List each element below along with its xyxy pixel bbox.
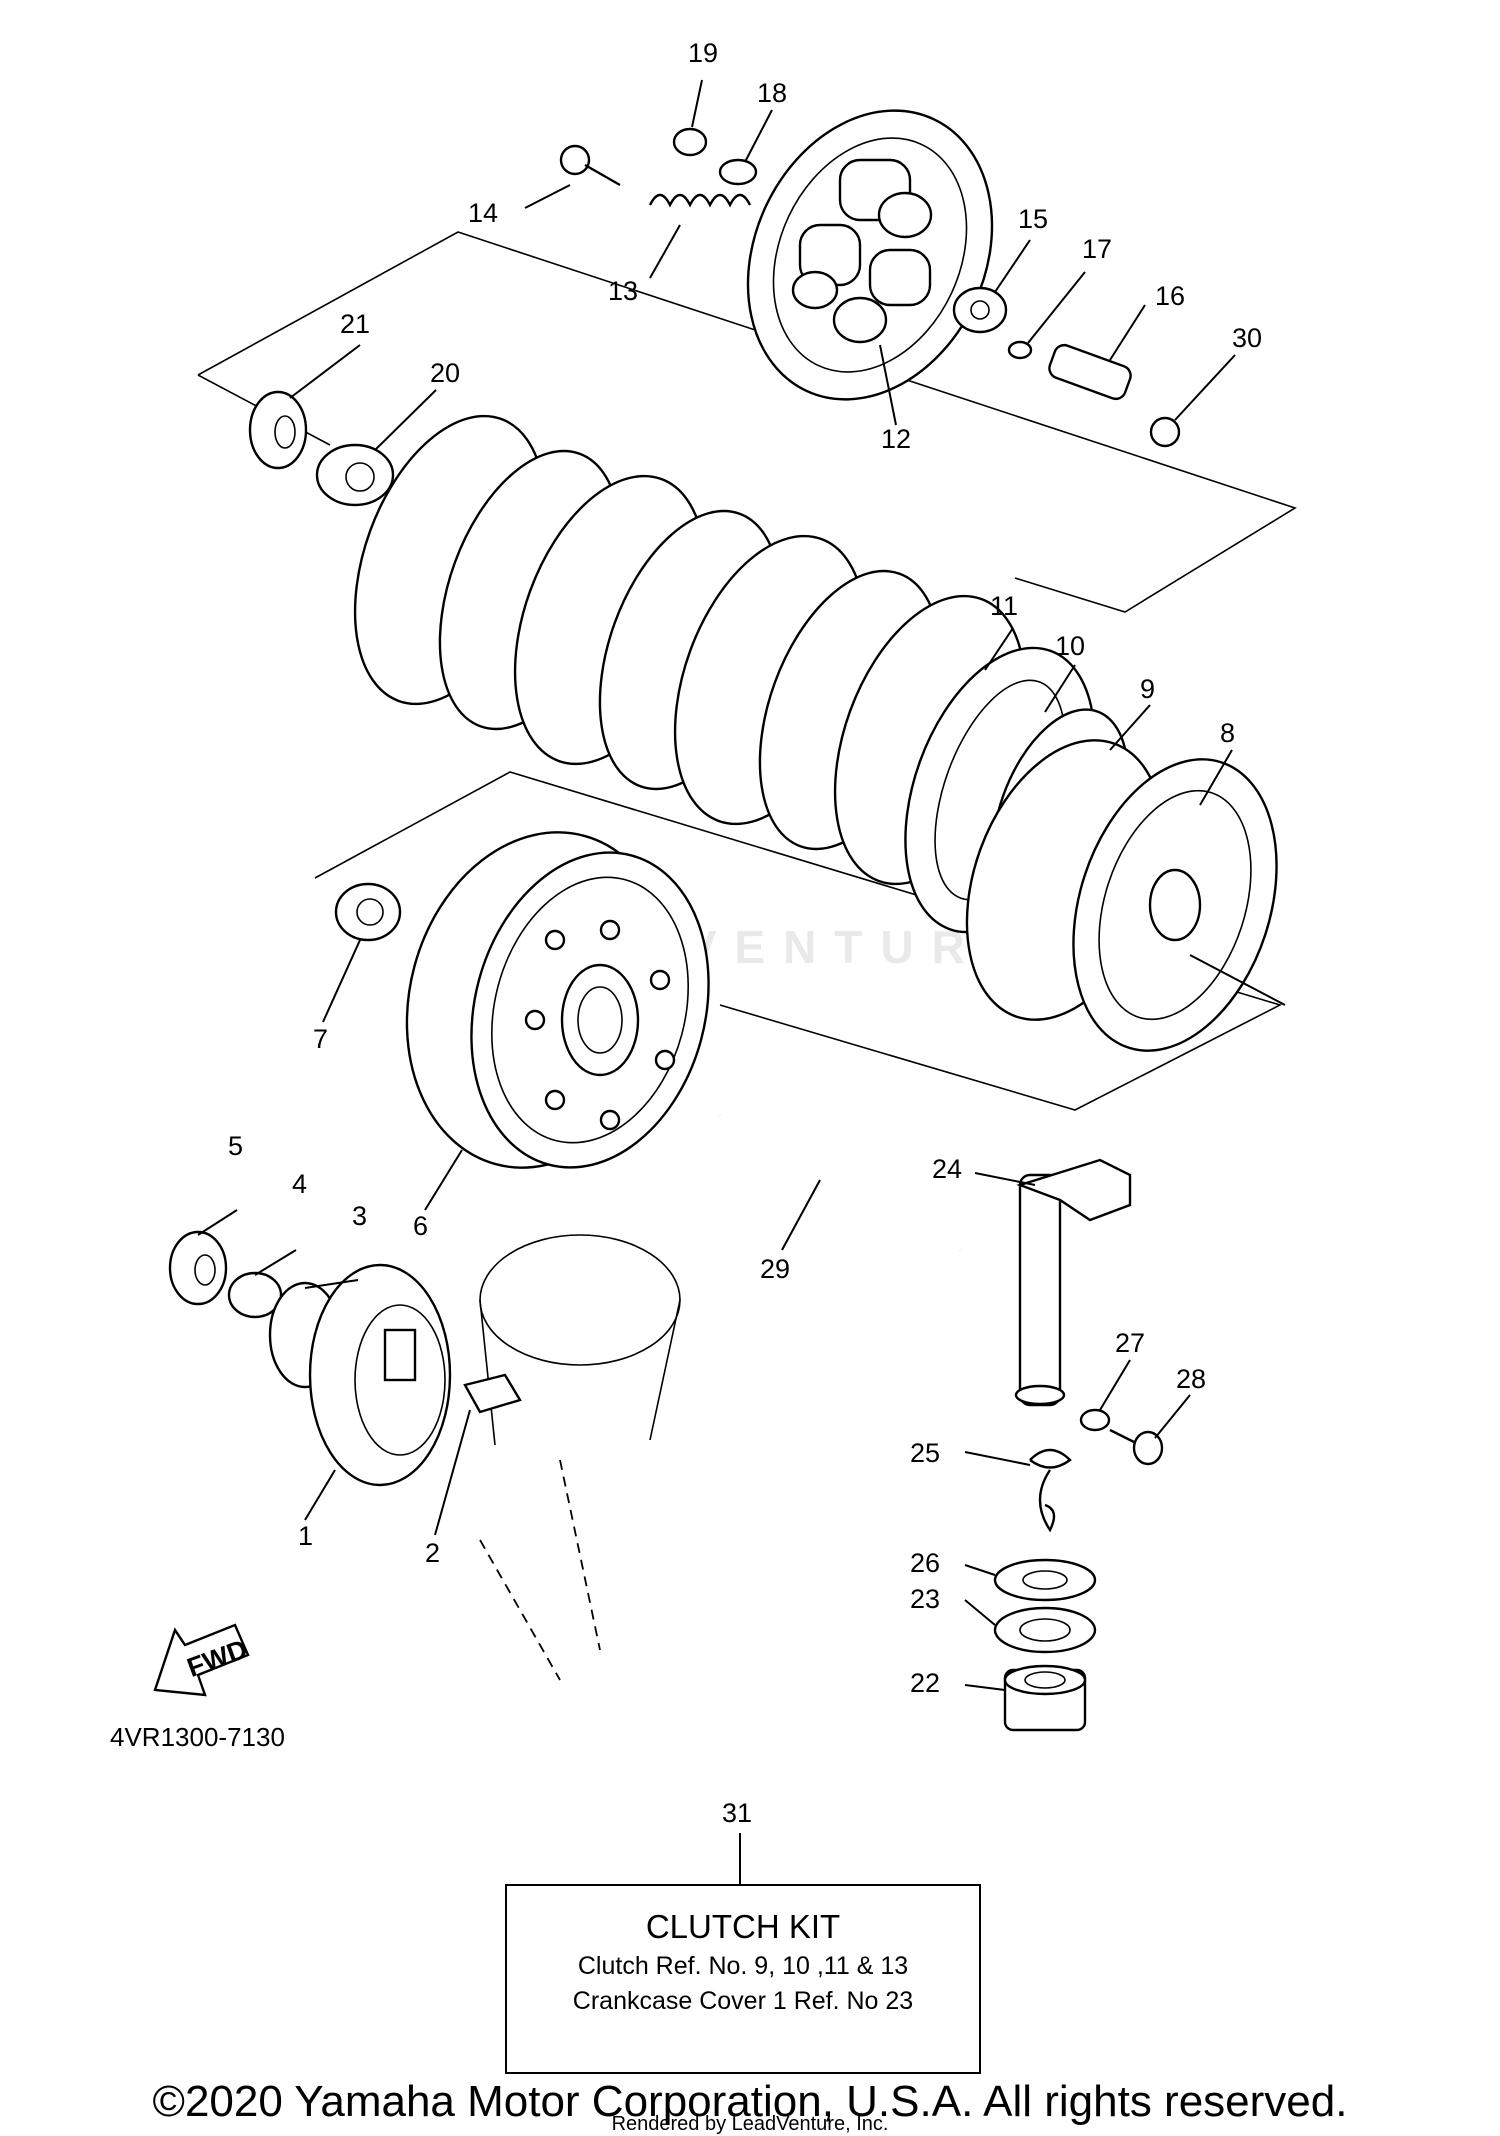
washer-18 bbox=[718, 158, 758, 186]
thrust-washer-7 bbox=[334, 882, 402, 942]
ref-26: 26 bbox=[910, 1548, 940, 1578]
nut-21 bbox=[248, 390, 308, 470]
ref-25: 25 bbox=[910, 1438, 940, 1468]
kit-line-1: Clutch Ref. No. 9, 10 ,11 & 13 bbox=[577, 1952, 909, 1980]
ref-8: 8 bbox=[1220, 718, 1235, 748]
lock-washer-4 bbox=[227, 1271, 283, 1319]
ref-21: 21 bbox=[340, 309, 370, 339]
ref-31: 31 bbox=[722, 1798, 752, 1828]
screw-28 bbox=[1109, 1428, 1164, 1466]
bearing-22 bbox=[1003, 1664, 1087, 1732]
ref-5: 5 bbox=[228, 1131, 243, 1161]
spring-13 bbox=[648, 193, 752, 208]
push-rod-16 bbox=[1048, 343, 1132, 401]
push-rod-29 bbox=[718, 1112, 962, 1253]
leader-lines bbox=[197, 79, 1236, 1884]
lock-washer-20 bbox=[315, 443, 395, 507]
nut-5 bbox=[168, 1230, 228, 1306]
ref-18: 18 bbox=[757, 78, 787, 108]
ref-15: 15 bbox=[1018, 204, 1048, 234]
ref-30: 30 bbox=[1232, 323, 1262, 353]
ref-16: 16 bbox=[1155, 281, 1185, 311]
ref-22: 22 bbox=[910, 1668, 940, 1698]
ref-10: 10 bbox=[1055, 631, 1085, 661]
ref-20: 20 bbox=[430, 358, 460, 388]
oil-seal-23 bbox=[993, 1606, 1097, 1654]
o-ring-17 bbox=[1007, 340, 1033, 360]
ref-29: 29 bbox=[760, 1254, 790, 1284]
bolt-14 bbox=[559, 144, 621, 187]
upper-assembly-frame bbox=[197, 231, 1297, 613]
rendered-by-notice: Rendered by LeadVenture, Inc. bbox=[611, 2113, 889, 2135]
primary-drive-gear-1 bbox=[308, 1263, 452, 1487]
ref-24: 24 bbox=[932, 1154, 962, 1184]
clutch-boss-8 bbox=[1072, 758, 1286, 1052]
clutch-plate-stack bbox=[353, 414, 1027, 886]
ref-23: 23 bbox=[910, 1584, 940, 1614]
pressure-plate-12 bbox=[746, 109, 994, 401]
ref-7: 7 bbox=[313, 1024, 328, 1054]
ref-19: 19 bbox=[688, 38, 718, 68]
washer-26 bbox=[993, 1558, 1097, 1602]
lower-assembly-frame bbox=[314, 771, 1283, 1111]
ref-13: 13 bbox=[608, 276, 638, 306]
drawing-number: 4VR1300-7130 bbox=[110, 1722, 285, 1752]
ref-4: 4 bbox=[292, 1169, 307, 1199]
ref-1: 1 bbox=[298, 1521, 313, 1551]
ref-3: 3 bbox=[352, 1201, 367, 1231]
clutch-kit-box: CLUTCH KIT Clutch Ref. No. 9, 10 ,11 & 1… bbox=[505, 1884, 981, 2074]
ref-6: 6 bbox=[413, 1211, 428, 1241]
key-2 bbox=[463, 1373, 522, 1414]
kit-line-2: Crankcase Cover 1 Ref. No 23 bbox=[572, 1987, 914, 2015]
washer-27 bbox=[1079, 1408, 1111, 1432]
ref-11: 11 bbox=[990, 591, 1018, 621]
clutch-housing-6 bbox=[405, 831, 710, 1169]
ref-2: 2 bbox=[425, 1538, 440, 1568]
ref-27: 27 bbox=[1115, 1328, 1145, 1358]
kit-title: CLUTCH KIT bbox=[645, 1908, 841, 1945]
ball-30 bbox=[1149, 416, 1181, 448]
ref-28: 28 bbox=[1176, 1364, 1206, 1394]
ref-9: 9 bbox=[1140, 674, 1155, 704]
nut-19 bbox=[672, 127, 708, 157]
kick-shaft-24 bbox=[1014, 1158, 1132, 1407]
reference-labels: 19 18 14 13 15 17 16 30 12 21 20 11 10 9… bbox=[228, 38, 1262, 1828]
copyright-notice: ©2020 Yamaha Motor Corporation, U.S.A. A… bbox=[152, 2077, 1348, 2126]
fwd-arrow-icon: FWD bbox=[153, 1623, 251, 1697]
ref-14: 14 bbox=[468, 198, 498, 228]
ref-17: 17 bbox=[1082, 234, 1112, 264]
spring-25 bbox=[1029, 1448, 1072, 1533]
ref-12: 12 bbox=[881, 424, 911, 454]
nut-15 bbox=[952, 286, 1008, 334]
crankshaft-outline bbox=[479, 1234, 681, 1681]
